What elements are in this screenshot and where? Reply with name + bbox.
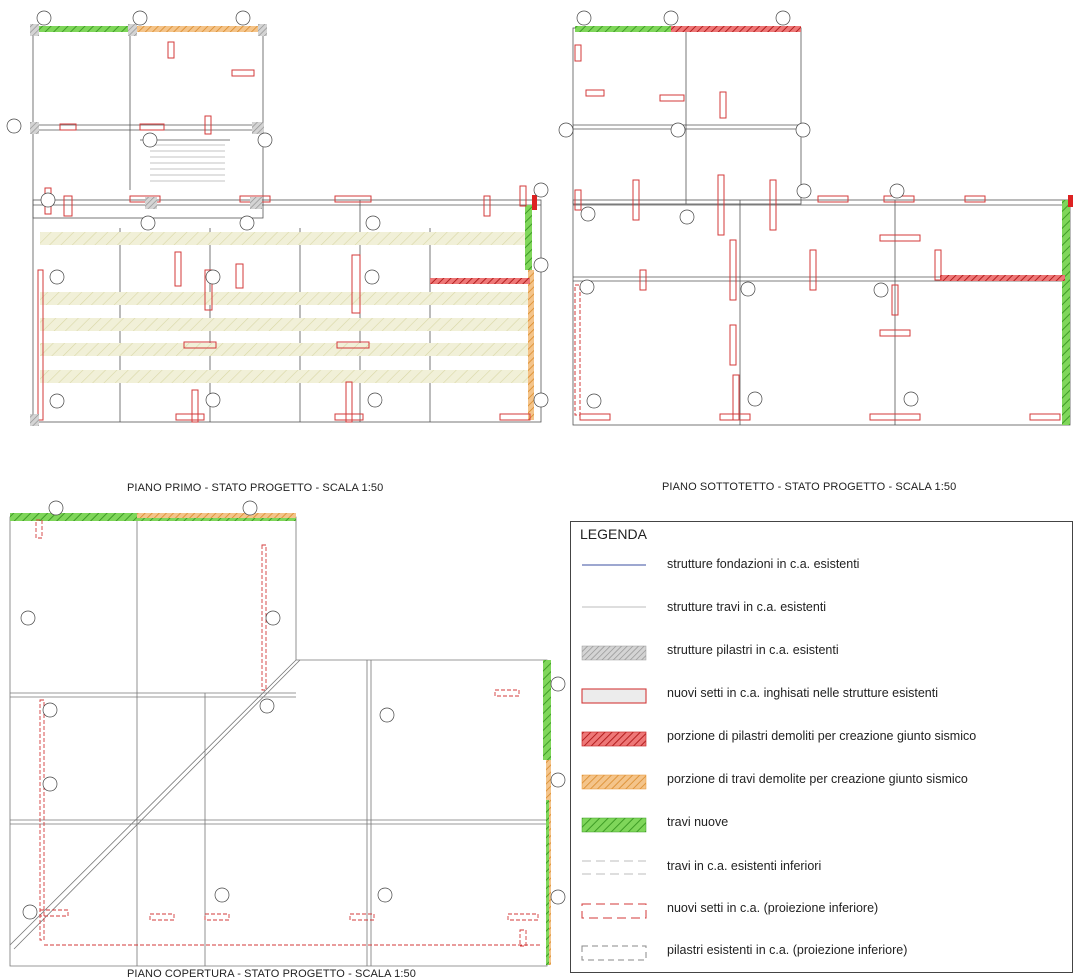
plan-piano-primo: [6, 10, 549, 426]
legend-item-existing-lower-beam: travi in c.a. esistenti inferiori: [571, 853, 1072, 883]
legend-title: LEGENDA: [580, 526, 647, 542]
legend-label: nuovi setti in c.a. inghisati nelle stru…: [667, 686, 938, 700]
legend-item-demolished-beam: porzione di travi demolite per creazione…: [571, 766, 1072, 796]
legend-label: porzione di travi demolite per creazione…: [667, 772, 968, 786]
legend-symbol-existing-pillar: [581, 645, 647, 661]
legend-item-existing-beam: strutture travi in c.a. esistenti: [571, 594, 1072, 624]
legend-symbol-demolished-beam: [581, 774, 647, 790]
legend-symbol-new-beam: [581, 817, 647, 833]
legend-label: strutture travi in c.a. esistenti: [667, 600, 827, 614]
legend-label: pilastri esistenti in c.a. (proiezione i…: [667, 943, 908, 957]
legend-label: travi nuove: [667, 815, 729, 829]
legend-symbols: [581, 564, 647, 961]
plan-piano-sottotetto: [558, 10, 1073, 426]
legend-symbol-demolished-pillar: [581, 731, 647, 747]
plan-title-piano-primo: PIANO PRIMO - STATO PROGETTO - SCALA 1:5…: [127, 482, 384, 494]
plan-title-piano-copertura: PIANO COPERTURA - STATO PROGETTO - SCALA…: [127, 968, 416, 980]
legend-item-demolished-pillar: porzione di pilastri demoliti per creazi…: [571, 723, 1072, 753]
legend-symbol-new-wall: [581, 688, 647, 704]
legend-item-new-beam: travi nuove: [571, 809, 1072, 839]
legend-item-new-wall-projection: nuovi setti in c.a. (proiezione inferior…: [571, 895, 1072, 925]
legend-label: travi in c.a. esistenti inferiori: [667, 859, 822, 873]
legend-item-existing-pillar-projection: pilastri esistenti in c.a. (proiezione i…: [571, 937, 1072, 967]
legend-label: strutture fondazioni in c.a. esistenti: [667, 557, 860, 571]
legend-item-existing-pillar: strutture pilastri in c.a. esistenti: [571, 637, 1072, 667]
legend-label: nuovi setti in c.a. (proiezione inferior…: [667, 901, 879, 915]
legend-item-new-wall: nuovi setti in c.a. inghisati nelle stru…: [571, 680, 1072, 710]
legend-label: porzione di pilastri demoliti per creazi…: [667, 729, 977, 743]
legend-symbol-existing-lower-beam: [582, 860, 646, 875]
legend-item-existing-foundation: strutture fondazioni in c.a. esistenti: [571, 551, 1072, 581]
legend-symbol-existing-pillar-projection: [581, 945, 647, 961]
legend-box: LEGENDA strutture fondazioni in c.a. esi…: [570, 521, 1073, 973]
legend-label: strutture pilastri in c.a. esistenti: [667, 643, 839, 657]
plan-title-piano-sottotetto: PIANO SOTTOTETTO - STATO PROGETTO - SCAL…: [662, 481, 957, 493]
plan-piano-copertura: [9, 500, 566, 967]
legend-symbol-new-wall-projection: [581, 903, 647, 919]
